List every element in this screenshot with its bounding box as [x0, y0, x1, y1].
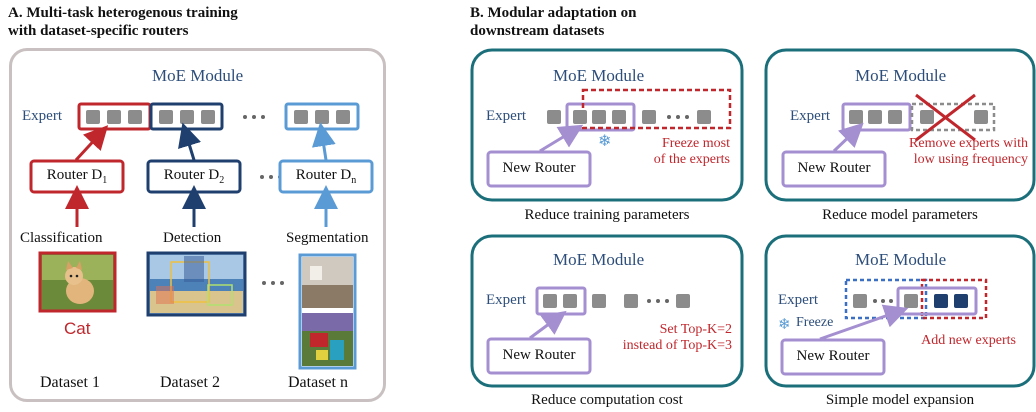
- task-detection: Detection: [163, 230, 222, 246]
- panel-a-expert-label: Expert: [22, 108, 62, 124]
- box2-expert-label: Expert: [790, 108, 830, 124]
- router-dn-label: Router Dn: [295, 167, 357, 186]
- expert-square: [336, 110, 350, 124]
- svg-text:❄: ❄: [598, 133, 611, 150]
- expert-square: [128, 110, 142, 124]
- dataset-2-label: Dataset 2: [160, 374, 220, 391]
- box1-moe-title: MoE Module: [553, 66, 645, 85]
- panel-a-moe-title: MoE Module: [152, 66, 244, 85]
- expert-square: [201, 110, 215, 124]
- box3-caption: Reduce computation cost: [531, 392, 683, 408]
- box4-caption: Simple model expansion: [825, 392, 975, 408]
- box1-caption: Reduce training parameters: [524, 207, 690, 223]
- dataset-1-label: Dataset 1: [40, 374, 100, 391]
- panel-b-title-line2: downstream datasets: [470, 23, 605, 39]
- box2-moe-title: MoE Module: [855, 66, 947, 85]
- expert-square: [86, 110, 100, 124]
- box3-expert-label: Expert: [486, 292, 526, 308]
- expert-square: [180, 110, 194, 124]
- dataset-n-label: Dataset n: [288, 374, 348, 391]
- task-segmentation: Segmentation: [286, 230, 369, 246]
- box4-note: Add new experts: [921, 333, 1016, 348]
- box4-new-router: New Router: [796, 348, 870, 364]
- box2-caption: Reduce model parameters: [822, 207, 978, 223]
- router-d2-label: Router D2: [163, 167, 225, 186]
- panel-a-title-line2: with dataset-specific routers: [8, 23, 189, 39]
- box1-new-router: New Router: [502, 160, 576, 176]
- box4-freeze-label: Freeze: [796, 315, 834, 330]
- box4-moe-title: MoE Module: [855, 250, 947, 269]
- box2-new-router: New Router: [797, 160, 871, 176]
- box3-new-router: New Router: [502, 347, 576, 363]
- router-d1-label: Router D1: [46, 167, 108, 186]
- svg-text:❄: ❄: [778, 317, 791, 333]
- segmentation-image: [298, 253, 357, 370]
- expert-square: [294, 110, 308, 124]
- expert-square: [159, 110, 173, 124]
- cat-image: [38, 251, 117, 313]
- panel-a-title-line1: A. Multi-task heterogenous training: [8, 5, 238, 21]
- box4-expert-label: Expert: [778, 292, 818, 308]
- box3-moe-title: MoE Module: [553, 250, 645, 269]
- panel-b-title-line1: B. Modular adaptation on: [470, 5, 637, 21]
- task-classification: Classification: [20, 230, 103, 246]
- box1-expert-label: Expert: [486, 108, 526, 124]
- expert-square: [315, 110, 329, 124]
- detection-image: [146, 251, 247, 317]
- cat-label: Cat: [64, 319, 91, 338]
- panel-a-diagram: [29, 102, 374, 370]
- panel-a-frame: [9, 48, 386, 402]
- expert-square: [107, 110, 121, 124]
